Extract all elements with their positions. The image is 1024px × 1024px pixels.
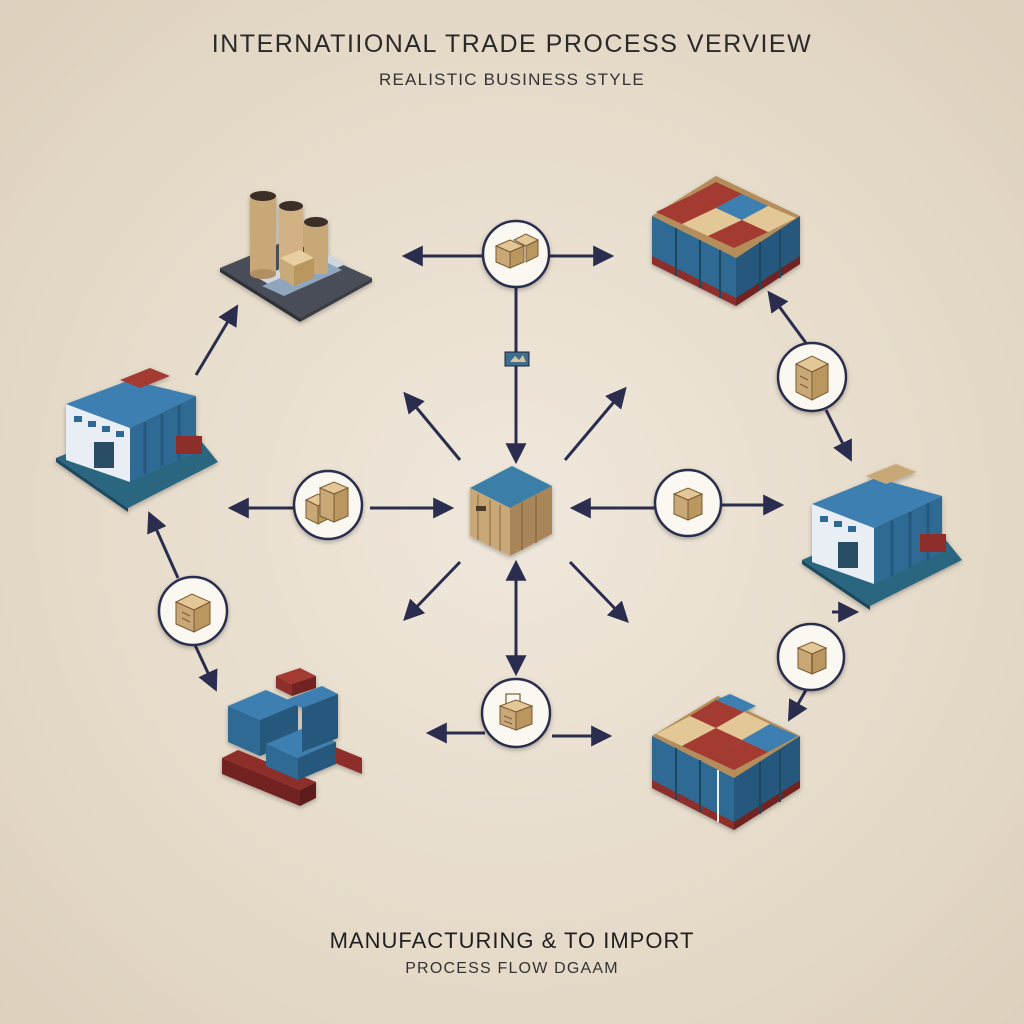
arrow-badge-to-stack-bottom — [787, 689, 808, 722]
stacked-boxes-icon — [304, 481, 350, 525]
box-icon — [672, 487, 704, 521]
document-box-icon — [498, 693, 534, 731]
page-subtitle: REALISTIC BUSINESS STYLE — [379, 70, 645, 89]
footer-title: MANUFACTURING & TO IMPORT — [329, 928, 695, 953]
small-document-icon — [504, 351, 530, 367]
arrow-center-down-right — [568, 560, 629, 624]
container-stack-icon — [652, 694, 800, 830]
container-stack-icon — [652, 176, 800, 306]
badge-left-lower — [157, 575, 229, 647]
badge-top — [481, 219, 551, 289]
warehouse-icon — [56, 368, 218, 512]
factory-icon — [220, 191, 372, 322]
arrow-center-up-left — [403, 391, 462, 461]
arrow-center-down-left — [403, 560, 462, 622]
flow-arrows — [147, 245, 860, 747]
arrow-warehouse-to-factory — [194, 304, 239, 376]
container-loading-icon — [222, 668, 362, 806]
arrow-center-up-right — [563, 386, 627, 461]
arrow-badge-to-loading — [193, 644, 218, 692]
arrow-badge-to-warehouse-right — [824, 409, 852, 462]
footer-subtitle: PROCESS FLOW DGAAM — [405, 960, 619, 977]
badge-right-upper — [776, 341, 848, 413]
open-boxes-icon — [494, 233, 540, 269]
arrow-badge-to-warehouse — [147, 511, 180, 579]
badge-right-lower — [776, 622, 846, 692]
warehouse-icon — [802, 464, 962, 610]
crate-icon — [174, 593, 212, 633]
badge-left — [292, 469, 364, 541]
crate-icon — [470, 466, 552, 556]
badge-bottom — [480, 677, 552, 749]
arrow-badge-to-stack-top — [767, 290, 808, 344]
package-icon — [796, 641, 828, 675]
badge-right — [653, 468, 723, 538]
box-stack-icon — [794, 355, 830, 401]
page-title: INTERNATIIONAL TRADE PROCESS VERVIEW — [211, 30, 813, 58]
